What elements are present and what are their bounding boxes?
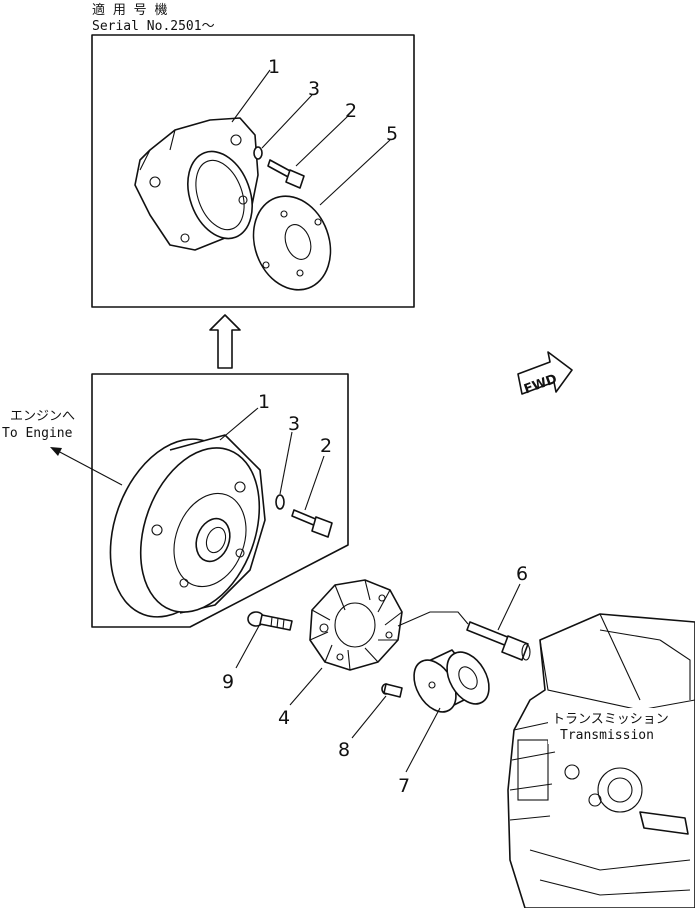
set-screw-part-8 — [381, 683, 403, 698]
upper-spacer-disc — [252, 195, 332, 291]
callout-lower-1: 1 — [258, 391, 270, 413]
leader-upper-3 — [261, 94, 313, 149]
serial-number-label: Serial No.2501～ — [92, 19, 215, 34]
to-engine-jp: エンジンへ — [10, 409, 75, 424]
assembly-centerline — [397, 611, 469, 627]
upper-adapter-housing — [134, 117, 259, 251]
callout-upper-3: 3 — [308, 78, 320, 100]
to-engine-en: To Engine — [2, 426, 73, 441]
transmission-en: Transmission — [560, 728, 654, 743]
callout-8: 8 — [338, 739, 350, 761]
applicable-serial-jp: 適 用 号 機 — [92, 2, 167, 18]
lower-flywheel-disc — [109, 434, 266, 618]
leader-9 — [235, 623, 261, 669]
leader-upper-1 — [231, 69, 271, 123]
transmission-label-bg — [548, 708, 676, 744]
leader-7 — [405, 707, 441, 773]
callout-4: 4 — [278, 707, 290, 729]
leader-lower-1 — [219, 407, 259, 441]
upper-detail-box — [91, 34, 415, 308]
coupling-hub-part-7 — [413, 649, 490, 713]
leader-upper-5 — [319, 139, 391, 206]
transmission-jp: トランスミッション — [552, 712, 669, 727]
leader-4 — [289, 667, 323, 706]
callout-upper-1: 1 — [268, 56, 280, 78]
transmission-housing — [507, 613, 695, 908]
lower-bolt — [291, 509, 333, 538]
to-engine-arrowhead-icon — [50, 447, 62, 456]
to-engine-arrow — [55, 449, 123, 486]
leader-lower-3 — [279, 431, 293, 495]
flexible-coupling — [309, 579, 403, 671]
leader-8 — [351, 695, 387, 739]
callout-lower-2: 2 — [320, 435, 332, 457]
lower-lock-washer — [275, 494, 285, 510]
callout-upper-5: 5 — [386, 123, 398, 145]
socket-screw-part-9 — [247, 611, 293, 631]
lower-detail-box — [91, 373, 349, 628]
leader-6 — [497, 583, 521, 631]
callout-lower-3: 3 — [288, 413, 300, 435]
callout-upper-2: 2 — [345, 100, 357, 122]
bolt-part-6 — [466, 621, 531, 661]
upper-bolt — [267, 159, 305, 189]
leader-lower-2 — [304, 455, 325, 511]
callout-9: 9 — [222, 671, 234, 693]
replacement-arrow-icon — [209, 314, 241, 369]
fwd-direction-icon: FWD — [517, 351, 573, 398]
callout-7: 7 — [398, 775, 410, 797]
callout-6: 6 — [516, 563, 528, 585]
leader-upper-2 — [295, 115, 349, 167]
fwd-label: FWD — [522, 372, 559, 398]
upper-lock-washer — [253, 146, 263, 160]
